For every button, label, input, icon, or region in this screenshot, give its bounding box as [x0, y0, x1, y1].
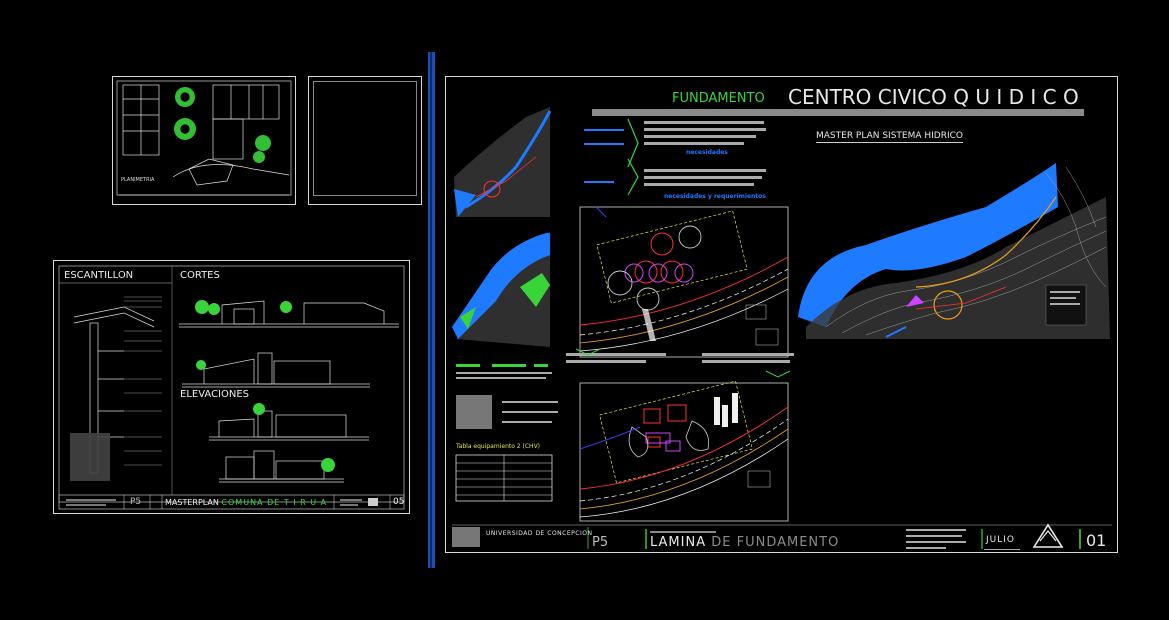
left-sheet-number: 05: [393, 497, 405, 507]
lamina-title: LAMINA DE FUNDAMENTO: [650, 535, 839, 550]
month-label: JULIO: [986, 535, 1015, 545]
fundamento-drawing: [452, 107, 1112, 550]
sheet-floor-plan: PLANIMETRIA: [112, 76, 296, 205]
table-title: Tabla equipamiento 2 (CHV): [456, 443, 541, 450]
sheet-empty-inner-border: [313, 81, 417, 196]
note-a-highlight: necesidades: [686, 149, 728, 156]
sheet-fundamento: FUNDAMENTO CENTRO CIVICO Q U I D I C O M…: [445, 76, 1118, 553]
title-escantillon: ESCANTILLON: [64, 270, 134, 281]
sections-drawing: [58, 265, 405, 510]
floor-plan-drawing: [116, 80, 292, 196]
left-masterplan-suffix: COMUNA DE T I R U A: [221, 498, 328, 507]
main-sheet-number: 01: [1086, 531, 1107, 550]
left-masterplan-prefix: MASTERPLAN: [165, 498, 219, 507]
header-prefix: FUNDAMENTO: [672, 91, 765, 106]
title-cortes: CORTES: [180, 270, 220, 281]
floor-plan-label: PLANIMETRIA: [121, 177, 155, 183]
main-course-code: P5: [592, 535, 609, 550]
lamina-suffix: DE FUNDAMENTO: [711, 535, 840, 550]
left-masterplan-title: MASTERPLAN COMUNA DE T I R U A: [165, 498, 327, 507]
hydro-plan-title: MASTER PLAN SISTEMA HIDRICO: [816, 131, 964, 143]
note-b-highlight: necesidades y requerimientos: [664, 193, 766, 200]
title-elevaciones: ELEVACIONES: [180, 389, 250, 400]
viewport-divider-core: [430, 52, 432, 568]
sheet-empty: [308, 76, 422, 205]
left-course-code: P5: [130, 497, 142, 507]
university-name: UNIVERSIDAD DE CONCEPCION: [486, 530, 593, 537]
header-title: CENTRO CIVICO Q U I D I C O: [788, 85, 1079, 109]
sheet-sections: ESCANTILLON CORTES ELEVACIONES P5 MASTER…: [53, 260, 410, 514]
lamina-prefix: LAMINA: [650, 535, 707, 550]
